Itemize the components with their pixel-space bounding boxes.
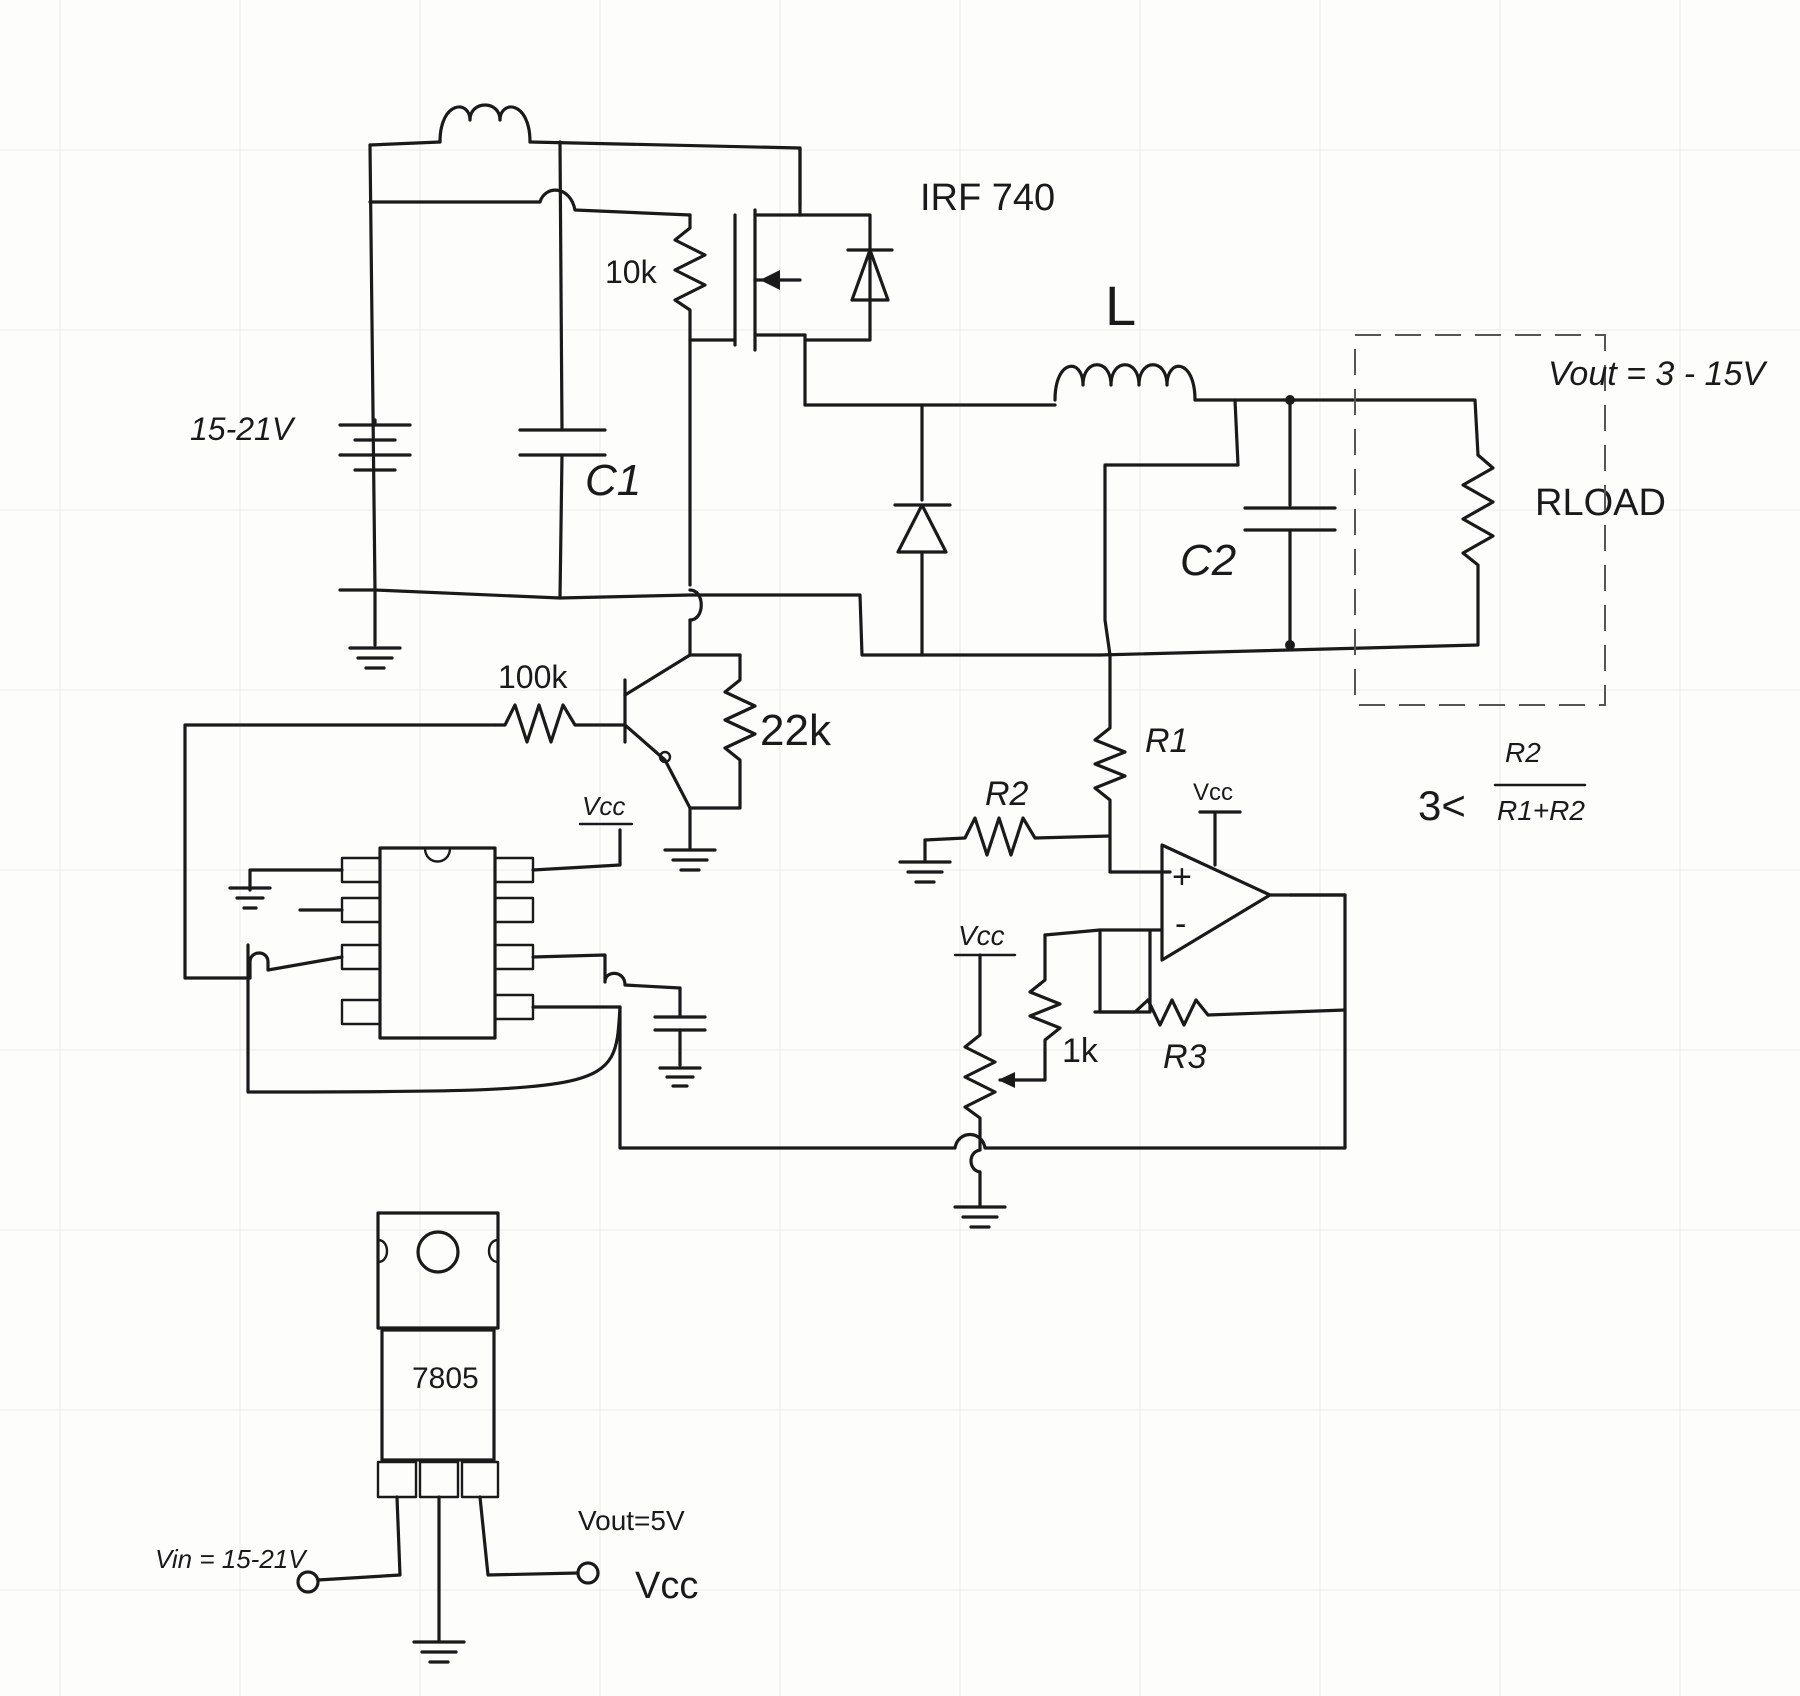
load-boundary bbox=[1354, 334, 1606, 706]
c1-rail-wire bbox=[558, 140, 564, 600]
vin-label: Vin = 15-21V bbox=[155, 1544, 308, 1574]
pwm-ic bbox=[340, 846, 535, 1040]
vout-terminal bbox=[576, 1561, 600, 1585]
ground-pot bbox=[953, 1205, 1007, 1229]
r22k-label: 22k bbox=[760, 706, 832, 755]
ic-wiring bbox=[246, 828, 682, 1094]
ic-vcc-label: Vcc bbox=[582, 791, 625, 821]
vcc-out-label: Vcc bbox=[635, 1565, 698, 1607]
opamp-plus-label: + bbox=[1172, 858, 1192, 896]
mosfet-label: IRF 740 bbox=[920, 177, 1055, 219]
battery bbox=[338, 418, 412, 472]
r3-label: R3 bbox=[1163, 1038, 1207, 1076]
feedback-tap-wire bbox=[1103, 398, 1240, 657]
c2-label: C2 bbox=[1180, 536, 1236, 585]
regulator-pins bbox=[316, 1495, 580, 1642]
bottom-feedback-wire bbox=[618, 893, 1347, 1150]
npn-transistor bbox=[623, 653, 692, 810]
r1-label: R1 bbox=[1145, 722, 1188, 760]
pot-wiper bbox=[998, 1072, 1015, 1088]
rload-label: RLOAD bbox=[1535, 482, 1666, 524]
r100k-label: 100k bbox=[498, 659, 568, 695]
ratio-prefix: 3< bbox=[1418, 782, 1466, 829]
regulator-label: 7805 bbox=[412, 1362, 479, 1395]
freewheel-diode bbox=[893, 403, 952, 657]
capacitor-c1 bbox=[518, 428, 607, 457]
body-diode bbox=[846, 248, 894, 302]
potentiometer bbox=[963, 953, 997, 1207]
ratio-denominator: R1+R2 bbox=[1497, 795, 1585, 826]
gnd-hop-1 bbox=[688, 588, 703, 622]
ground-1 bbox=[348, 588, 402, 670]
inductor-label: L bbox=[1105, 274, 1136, 337]
base-drive-wire bbox=[183, 723, 497, 980]
r3-zigzag bbox=[1098, 998, 1347, 1027]
resistor-22k bbox=[688, 653, 757, 810]
vout-range-label: Vout = 3 - 15V bbox=[1548, 355, 1768, 393]
resistor-10k bbox=[673, 213, 707, 342]
regulator-7805 bbox=[376, 1211, 500, 1499]
resistor-1k bbox=[998, 933, 1062, 1082]
c1-label: C1 bbox=[585, 456, 641, 505]
vout-reg-label: Vout=5V bbox=[578, 1505, 685, 1536]
input-inductor bbox=[438, 103, 532, 144]
pot-vcc-label: Vcc bbox=[958, 920, 1005, 951]
top-rail-wire bbox=[368, 140, 802, 207]
r1k-top-wire bbox=[1043, 928, 1102, 937]
timing-capacitor bbox=[653, 986, 707, 1088]
r1k-label: 1k bbox=[1062, 1032, 1099, 1070]
ground-2 bbox=[663, 806, 717, 872]
drive-wire-vertical bbox=[688, 338, 742, 657]
ground-regulator bbox=[412, 1640, 466, 1664]
r2-label: R2 bbox=[985, 775, 1029, 813]
r10k-label: 10k bbox=[605, 254, 658, 290]
ground-ic bbox=[228, 886, 272, 910]
output-inductor-l bbox=[1053, 363, 1197, 402]
ratio-numerator: R2 bbox=[1505, 737, 1541, 768]
resistor-r1 bbox=[1093, 653, 1172, 874]
second-rail-wire bbox=[368, 188, 692, 217]
resistor-r2 bbox=[923, 816, 1112, 857]
resistor-100k bbox=[493, 703, 627, 744]
supply-label: 15-21V bbox=[190, 411, 296, 447]
resistor-r3 bbox=[1093, 928, 1164, 1014]
ground-r2 bbox=[898, 838, 952, 884]
capacitor-c2 bbox=[1243, 395, 1337, 650]
opamp-minus-label: - bbox=[1175, 905, 1186, 943]
vin-terminal bbox=[296, 1570, 320, 1594]
left-rail-wire bbox=[338, 143, 1102, 657]
opamp-vcc-label: Vcc bbox=[1193, 779, 1233, 806]
resistor-rload bbox=[1098, 453, 1495, 657]
op-amp bbox=[1160, 810, 1272, 962]
mosfet-irf740 bbox=[733, 146, 872, 407]
